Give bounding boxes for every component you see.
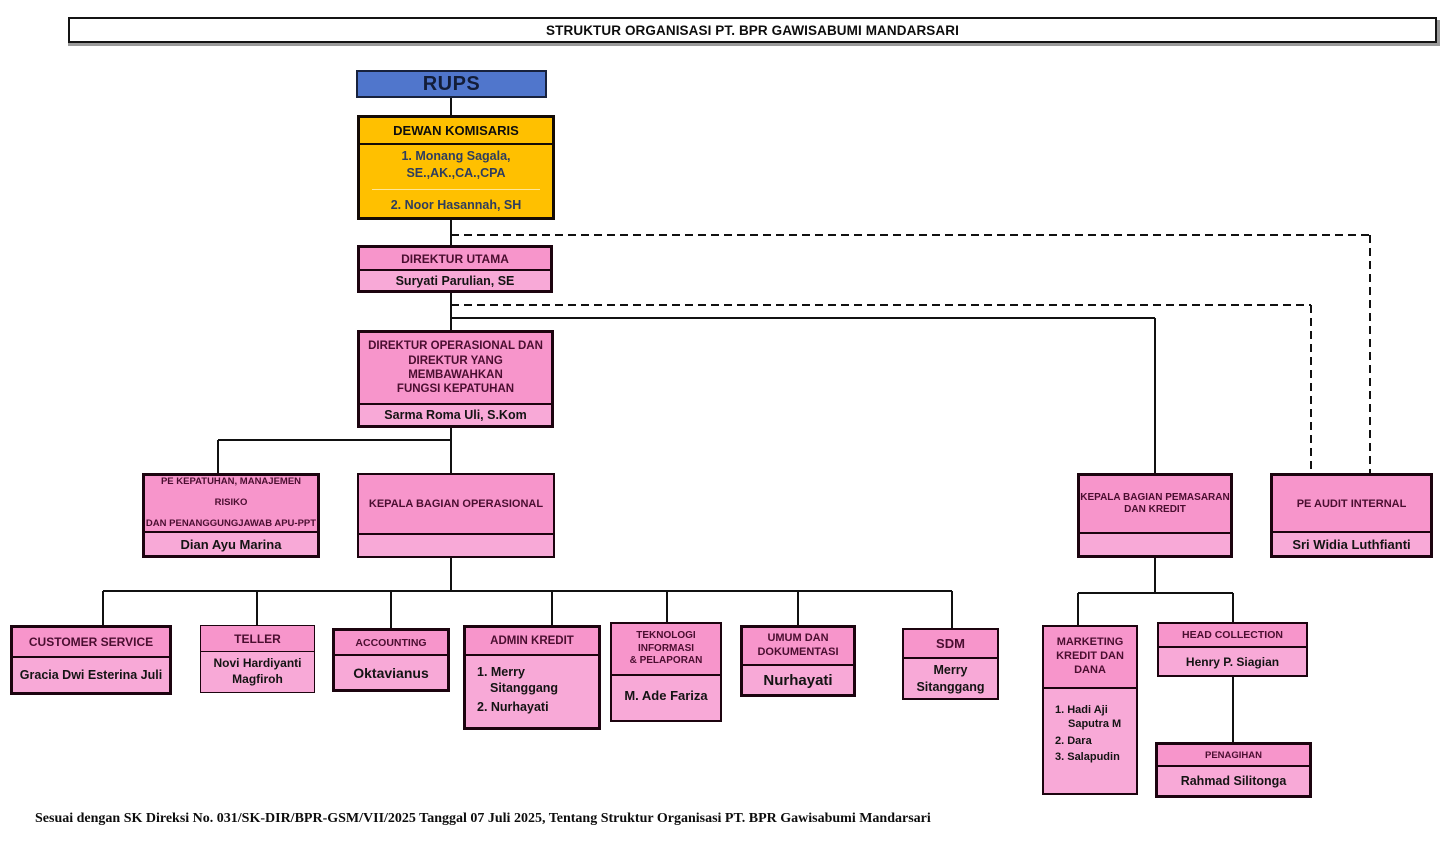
title-line: DAN PENANGGUNGJAWAB APU-PPT	[145, 517, 317, 529]
staff-name: 1. Merry Sitanggang	[477, 665, 559, 696]
komisaris-member-1: 1. Monang Sagala, SE.,AK.,CA.,CPA	[401, 148, 511, 180]
box-direktur-utama-name: Suryati Parulian, SE	[360, 271, 550, 290]
staff-name: 3. Salapudin	[1055, 750, 1120, 763]
page-title: STRUKTUR ORGANISASI PT. BPR GAWISABUMI M…	[546, 22, 959, 38]
box-kepala-bagian-pemasaran: KEPALA BAGIAN PEMASARAN DAN KREDIT	[1077, 473, 1233, 558]
box-accounting-name: Oktavianus	[335, 656, 447, 689]
title-line: UMUM DAN	[767, 632, 829, 645]
box-head-collection-name: Henry P. Siagian	[1159, 648, 1306, 675]
box-rups: RUPS	[356, 70, 547, 98]
box-teller-title: TELLER	[201, 626, 314, 652]
box-umum-dokumentasi-title: UMUM DAN DOKUMENTASI	[743, 628, 853, 666]
box-pe-audit-internal: PE AUDIT INTERNAL Sri Widia Luthfianti	[1270, 473, 1433, 558]
footer-note: Sesuai dengan SK Direksi No. 031/SK-DIR/…	[35, 811, 931, 826]
box-teknologi-informasi-title: TEKNOLOGI INFORMASI & PELAPORAN	[612, 624, 720, 676]
box-marketing-kredit-dana: MARKETING KREDIT DAN DANA 1. Hadi Aji Sa…	[1042, 625, 1138, 795]
box-umum-dokumentasi: UMUM DAN DOKUMENTASI Nurhayati	[740, 625, 856, 697]
box-head-collection-title: HEAD COLLECTION	[1159, 624, 1306, 648]
box-admin-kredit-title: ADMIN KREDIT	[466, 628, 598, 656]
box-pe-audit-internal-title: PE AUDIT INTERNAL	[1273, 476, 1430, 533]
title-line: DOKUMENTASI	[757, 646, 839, 658]
box-direktur-utama-title: DIREKTUR UTAMA	[360, 248, 550, 271]
box-rups-title: RUPS	[422, 72, 481, 95]
box-dewan-komisaris-title: DEWAN KOMISARIS	[360, 118, 552, 145]
box-kepala-bagian-operasional-name	[359, 535, 553, 556]
box-direktur-operasional-title: DIREKTUR OPERASIONAL DAN DIREKTUR YANG M…	[360, 333, 551, 405]
title-line: DAN KREDIT	[1124, 504, 1186, 515]
title-line: KREDIT DAN	[1056, 650, 1124, 663]
box-kepala-bagian-pemasaran-name	[1080, 534, 1230, 555]
title-line: DANA	[1074, 663, 1106, 676]
title-line: MARKETING	[1056, 636, 1124, 649]
title-line: KEPALA BAGIAN PEMASARAN	[1080, 491, 1230, 503]
box-dewan-komisaris: DEWAN KOMISARIS 1. Monang Sagala, SE.,AK…	[357, 115, 555, 220]
box-kepala-bagian-operasional-title: KEPALA BAGIAN OPERASIONAL	[359, 475, 553, 535]
title-line: PE KEPATUHAN, MANAJEMEN RISIKO	[160, 476, 302, 509]
komisaris-member-2: 2. Noor Hasannah, SH	[371, 189, 541, 214]
solid-connectors	[102, 98, 1234, 742]
box-kepala-bagian-operasional: KEPALA BAGIAN OPERASIONAL	[357, 473, 555, 558]
box-sdm-title: SDM	[904, 630, 997, 659]
box-marketing-kredit-dana-title: MARKETING KREDIT DAN DANA	[1044, 627, 1136, 689]
box-teknologi-informasi-name: M. Ade Fariza	[612, 676, 720, 720]
box-direktur-utama: DIREKTUR UTAMA Suryati Parulian, SE	[357, 245, 553, 293]
box-penagihan-name: Rahmad Silitonga	[1158, 767, 1309, 795]
title-line: INFORMASI	[637, 642, 695, 654]
box-accounting-title: ACCOUNTING	[335, 631, 447, 656]
dashed-connector-direktur-audit	[451, 304, 1312, 473]
box-penagihan-title: PENAGIHAN	[1158, 745, 1309, 767]
box-pe-kepatuhan-name: Dian Ayu Marina	[145, 533, 317, 555]
staff-name: 1. Hadi Aji Saputra M	[1055, 704, 1122, 731]
box-customer-service-name: Gracia Dwi Esterina Juli	[13, 658, 169, 692]
box-pe-audit-internal-name: Sri Widia Luthfianti	[1273, 533, 1430, 555]
box-kepala-bagian-pemasaran-title: KEPALA BAGIAN PEMASARAN DAN KREDIT	[1080, 476, 1230, 534]
box-teknologi-informasi: TEKNOLOGI INFORMASI & PELAPORAN M. Ade F…	[610, 622, 722, 722]
box-marketing-kredit-dana-names: 1. Hadi Aji Saputra M 2. Dara 3. Salapud…	[1044, 689, 1136, 793]
box-direktur-operasional-name: Sarma Roma Uli, S.Kom	[360, 405, 551, 425]
title-line: DIREKTUR OPERASIONAL DAN	[368, 340, 543, 353]
box-direktur-operasional: DIREKTUR OPERASIONAL DAN DIREKTUR YANG M…	[357, 330, 554, 428]
title-line: & PELAPORAN	[629, 655, 703, 667]
box-dewan-komisaris-members: 1. Monang Sagala, SE.,AK.,CA.,CPA 2. Noo…	[360, 145, 552, 217]
box-umum-dokumentasi-name: Nurhayati	[743, 666, 853, 694]
box-teller: TELLER Novi Hardiyanti Magfiroh	[200, 625, 315, 693]
box-teller-name: Novi Hardiyanti Magfiroh	[201, 652, 314, 692]
staff-name: 2. Dara	[1055, 734, 1092, 747]
title-line: FUNGSI KEPATUHAN	[396, 383, 515, 396]
box-sdm: SDM Merry Sitanggang	[902, 628, 999, 700]
box-penagihan: PENAGIHAN Rahmad Silitonga	[1155, 742, 1312, 798]
box-customer-service: CUSTOMER SERVICE Gracia Dwi Esterina Jul…	[10, 625, 172, 695]
box-head-collection: HEAD COLLECTION Henry P. Siagian	[1157, 622, 1308, 677]
title-line: DIREKTUR YANG MEMBAWAHKAN	[408, 354, 503, 381]
title-line: TEKNOLOGI	[636, 630, 696, 642]
box-accounting: ACCOUNTING Oktavianus	[332, 628, 450, 692]
box-pe-kepatuhan-title: PE KEPATUHAN, MANAJEMEN RISIKO DAN PENAN…	[145, 476, 317, 533]
box-customer-service-title: CUSTOMER SERVICE	[13, 628, 169, 658]
box-admin-kredit: ADMIN KREDIT 1. Merry Sitanggang 2. Nurh…	[463, 625, 601, 730]
box-pe-kepatuhan: PE KEPATUHAN, MANAJEMEN RISIKO DAN PENAN…	[142, 473, 320, 558]
dashed-connector-komisaris-audit	[451, 234, 1371, 473]
box-admin-kredit-names: 1. Merry Sitanggang 2. Nurhayati	[466, 656, 598, 727]
staff-name: 2. Nurhayati	[477, 699, 549, 714]
box-sdm-name: Merry Sitanggang	[904, 659, 997, 698]
page-title-bar: STRUKTUR ORGANISASI PT. BPR GAWISABUMI M…	[68, 17, 1437, 43]
